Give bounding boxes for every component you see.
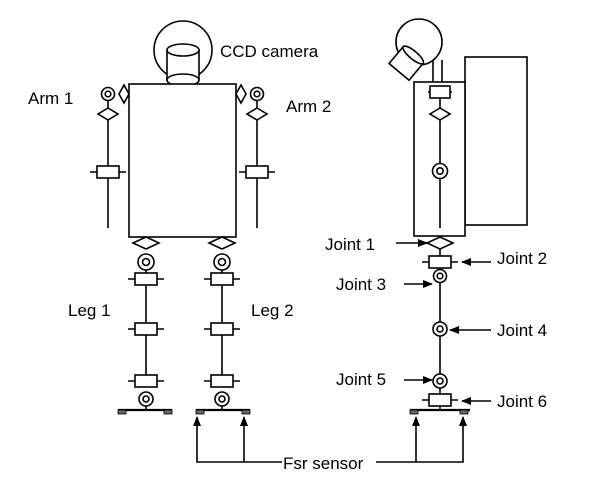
label-joint-5: Joint 5 (336, 370, 386, 389)
label-arm-1: Arm 1 (28, 89, 73, 108)
label-leg-2: Leg 2 (251, 301, 294, 320)
label-joint-3: Joint 3 (336, 275, 386, 294)
label-joint-1: Joint 1 (325, 235, 375, 254)
label-arm-2: Arm 2 (286, 97, 331, 116)
label-fsr-sensor: Fsr sensor (283, 454, 364, 473)
label-joint-2: Joint 2 (497, 249, 547, 268)
label-leg-1: Leg 1 (68, 301, 111, 320)
arm-1-chain (90, 83, 130, 228)
side-backpack (464, 56, 528, 226)
label-joint-6: Joint 6 (497, 392, 547, 411)
side-ccd-camera (387, 18, 443, 82)
side-arm-chain (428, 85, 452, 228)
side-leg-chain (409, 236, 470, 415)
front-view: CCD camera Arm 1 Arm 2 Leg 1 Leg 2 (28, 20, 331, 415)
leg-1-chain (117, 236, 173, 415)
arm-2-chain (235, 83, 275, 228)
side-view: Joint 1 Joint 2 Joint 3 Joint 4 Joint 5 … (325, 18, 547, 415)
label-joint-4: Joint 4 (497, 321, 547, 340)
front-ccd-camera (153, 20, 213, 87)
label-ccd-camera: CCD camera (220, 42, 319, 61)
front-torso (128, 83, 237, 238)
leg-2-chain (195, 236, 251, 415)
fsr-sensor-callout: Fsr sensor (193, 416, 467, 473)
